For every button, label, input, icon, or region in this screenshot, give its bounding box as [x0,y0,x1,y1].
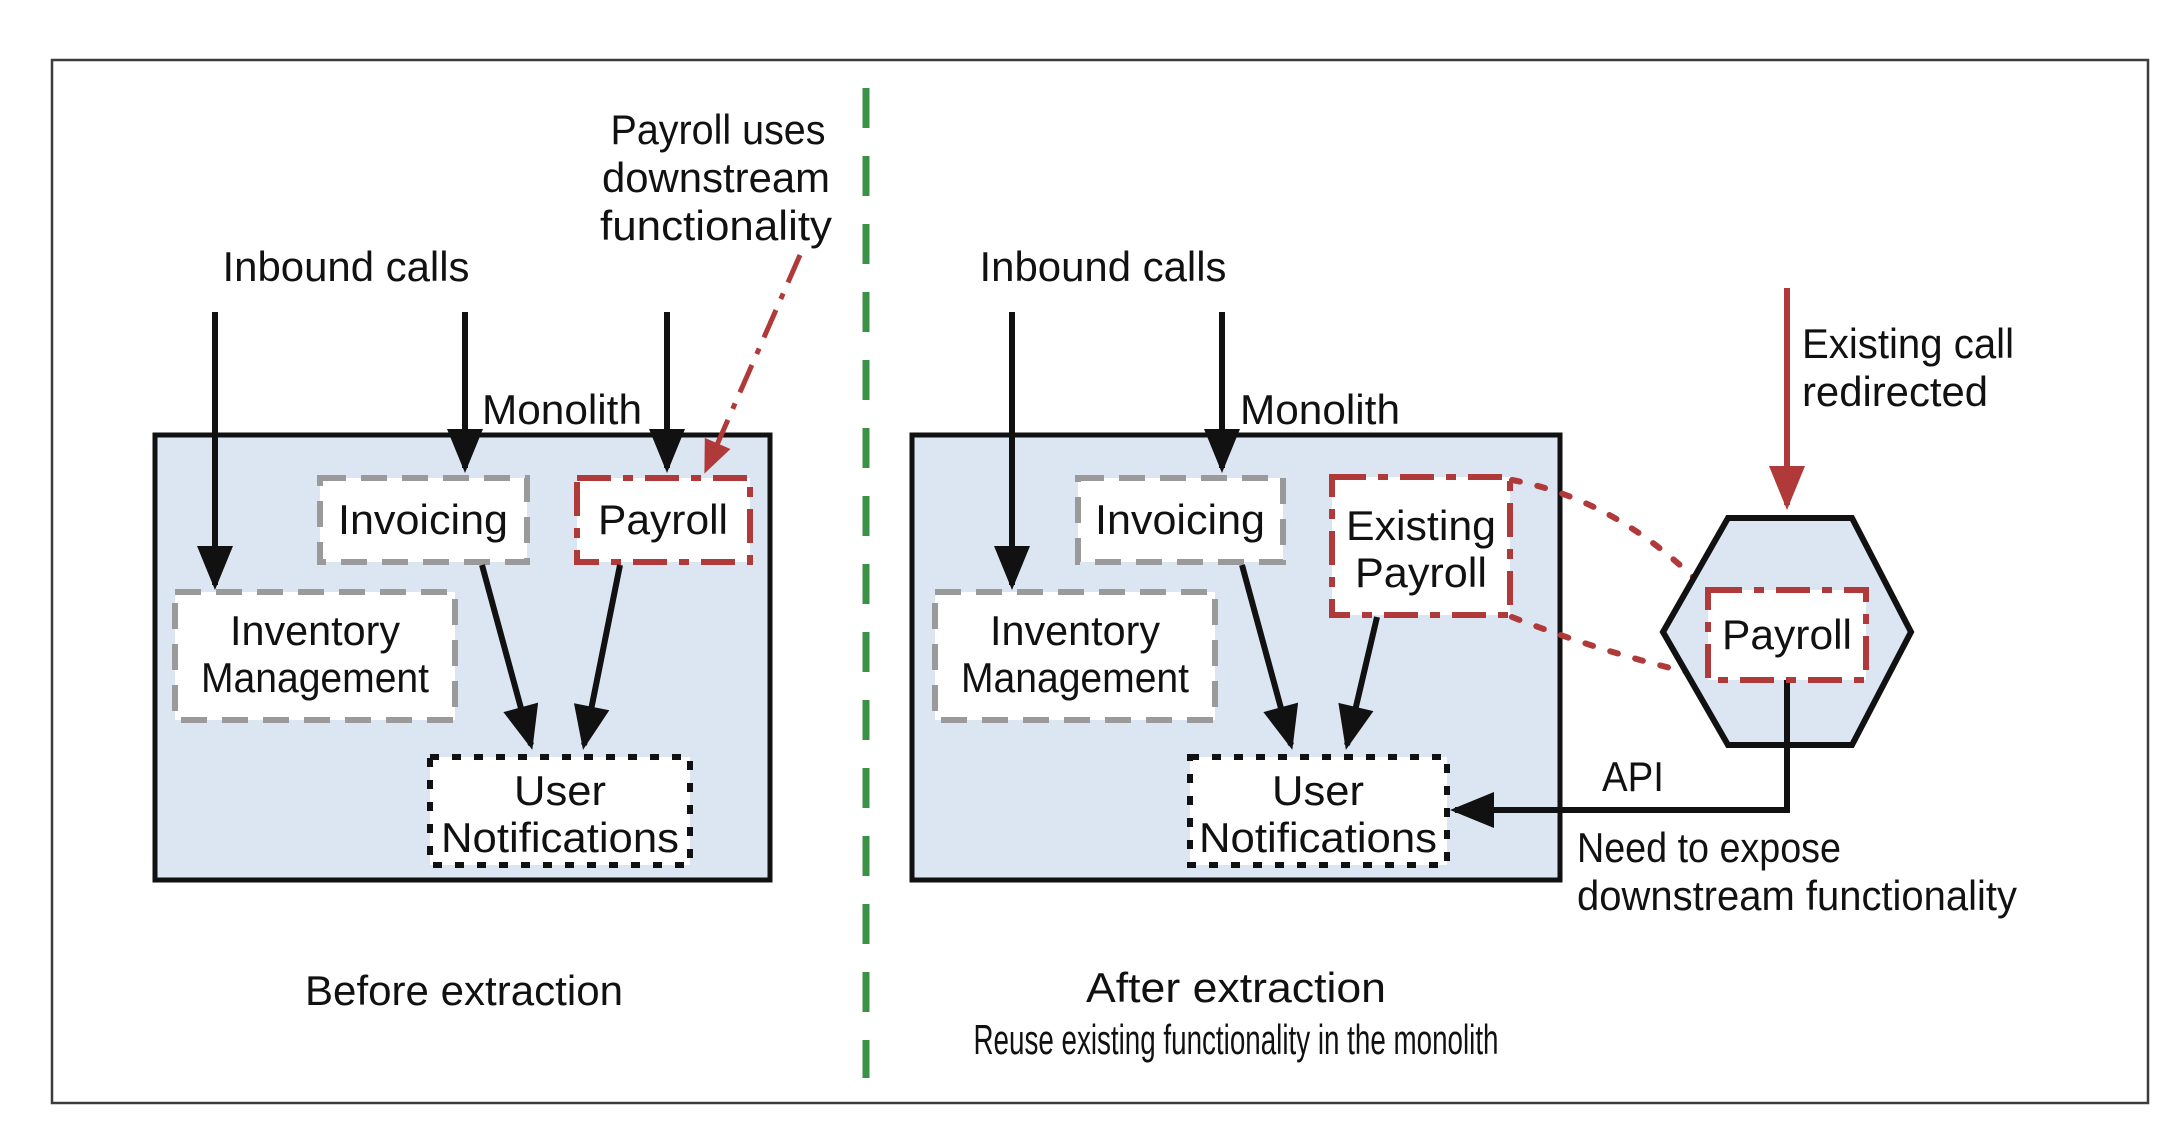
before-caption: Before extraction [305,967,623,1014]
invoicing-label-before: Invoicing [338,496,508,543]
scope-link-top [1509,477,1707,591]
payroll-label-before: Payroll [598,496,728,543]
payroll-service: Existing call redirected Payroll API Nee… [1450,288,2017,919]
after-caption-line-1: After extraction [1086,964,1386,1011]
hexagon-payroll-box [1705,587,1869,683]
invoicing-label-after: Invoicing [1095,496,1265,543]
expose-note-line-2: downstream functionality [1577,872,2017,919]
scope-link-bottom [1509,614,1707,679]
invoicing-box-before [317,475,530,565]
after-panel: Inbound calls Monolith Invoicing Existin… [909,243,1563,1063]
inventory-label-after-line-1: Inventory [990,607,1160,654]
inventory-box-before [172,589,458,723]
hexagon-payroll-label: Payroll [1722,611,1852,658]
after-caption-line-2: Reuse existing functionality in the mono… [974,1016,1499,1063]
existing-payroll-label-line-2: Payroll [1355,549,1487,596]
invoicing-to-notifications-arrow-after [1239,564,1299,750]
inbound-calls-label-before: Inbound calls [223,243,470,290]
inventory-label-before-line-1: Inventory [230,607,400,654]
notifications-label-after-line-1: User [1272,767,1364,814]
monolith-label-before: Monolith [482,386,642,433]
notifications-label-after-line-2: Notifications [1199,814,1437,861]
redirect-label-line-2: redirected [1802,368,1988,415]
api-label: API [1602,753,1664,800]
notifications-box-after [1187,754,1450,868]
notifications-box-before [427,754,693,868]
figure-border [50,58,2150,1105]
payroll-note-line-1: Payroll uses [611,106,826,153]
invoicing-to-notifications-arrow-before [479,564,539,750]
payroll-note-line-2: downstream [602,154,830,201]
payroll-note-line-3: functionality [600,202,832,249]
existing-payroll-to-notifications-arrow [1338,616,1380,750]
existing-payroll-label-line-1: Existing [1346,502,1496,549]
payroll-note-arrow [703,253,803,474]
payroll-to-notifications-arrow-before [573,564,623,750]
existing-payroll-box [1329,474,1513,618]
expose-note-line-1: Need to expose [1577,824,1841,871]
inventory-box-after [932,589,1218,723]
notifications-label-before-line-2: Notifications [441,814,679,861]
inventory-label-before-line-2: Management [201,654,429,701]
payroll-box-before [574,475,753,565]
before-panel: Inbound calls Monolith Payroll uses down… [152,106,832,1014]
inventory-label-after-line-2: Management [961,654,1189,701]
invoicing-box-after [1075,475,1286,565]
redirect-label-line-1: Existing call [1802,320,2014,367]
inbound-calls-label-after: Inbound calls [980,243,1227,290]
notifications-label-before-line-1: User [514,767,606,814]
api-arrow [1450,660,1790,828]
monolith-label-after: Monolith [1240,386,1400,433]
